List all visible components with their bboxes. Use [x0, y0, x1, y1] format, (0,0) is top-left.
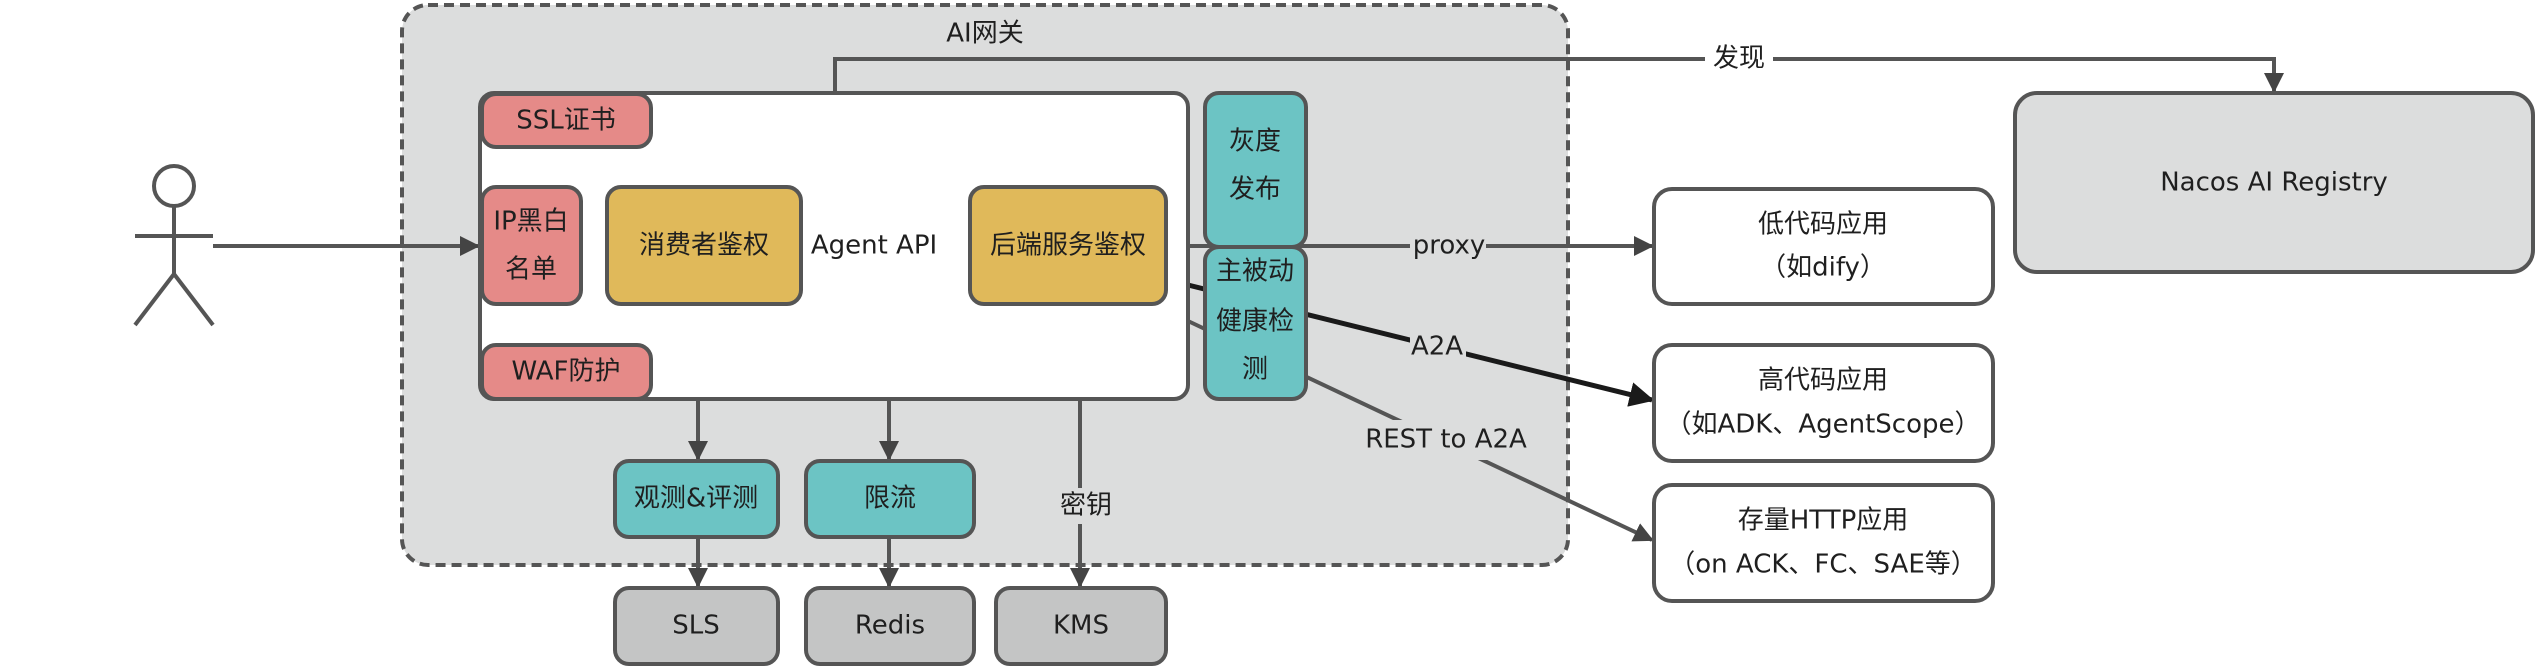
agent-api-label: Agent API — [811, 231, 937, 261]
health-check-label-1: 主被动 — [1216, 257, 1294, 287]
discover-label-bg — [1705, 44, 1773, 74]
legacy-http-app-title: 存量HTTP应用 — [1738, 506, 1909, 536]
gray-release-label-1: 灰度 — [1229, 127, 1281, 157]
sls-label: SLS — [672, 611, 720, 641]
low-code-app-title: 低代码应用 — [1758, 210, 1888, 240]
observe-label: 观测&评测 — [634, 484, 758, 514]
secret-label-bg — [1050, 488, 1122, 524]
low-code-app-box[interactable] — [1652, 187, 1995, 306]
nacos-registry-box[interactable] — [2013, 91, 2535, 274]
redis-label: Redis — [855, 611, 925, 641]
secret-label: 密钥 — [1060, 491, 1112, 521]
ssl-cert-label: SSL证书 — [516, 106, 616, 136]
proxy-label: proxy — [1413, 231, 1486, 261]
kms-box[interactable] — [994, 586, 1168, 666]
consumer-auth-label: 消费者鉴权 — [639, 231, 769, 261]
sls-box[interactable] — [613, 586, 780, 666]
low-code-app-subtitle: （如dify） — [1760, 253, 1886, 283]
nacos-registry-label: Nacos AI Registry — [2160, 168, 2388, 198]
rest-label-bg — [1362, 420, 1530, 460]
health-check-label-2: 健康检 — [1216, 307, 1294, 337]
redis-box[interactable] — [804, 586, 976, 666]
ip-list-label-1: IP黑白 — [493, 207, 568, 237]
ai-gateway-title: AI网关 — [946, 19, 1023, 49]
observe-box[interactable] — [613, 459, 780, 539]
high-code-app-title: 高代码应用 — [1758, 366, 1888, 396]
user-icon — [133, 164, 215, 327]
discover-label: 发现 — [1713, 44, 1765, 74]
high-code-app-subtitle: （如ADK、AgentScope） — [1665, 410, 1980, 440]
proxy-label-bg — [1410, 231, 1486, 261]
rest-to-a2a-label: REST to A2A — [1365, 425, 1527, 455]
consumer-auth-box[interactable] — [605, 185, 803, 306]
ssl-cert-box[interactable] — [480, 92, 653, 149]
rate-limit-box[interactable] — [804, 459, 976, 539]
waf-box[interactable] — [480, 343, 653, 401]
ip-list-label-2: 名单 — [505, 255, 557, 285]
a2a-label: A2A — [1411, 332, 1463, 362]
ip-list-box[interactable] — [480, 185, 583, 306]
health-check-label-3: 测 — [1242, 355, 1268, 385]
a2a-label-bg — [1410, 332, 1466, 362]
gray-release-label-2: 发布 — [1229, 175, 1281, 205]
rate-limit-label: 限流 — [864, 484, 916, 514]
waf-label: WAF防护 — [511, 357, 620, 387]
health-check-box[interactable] — [1203, 245, 1308, 401]
kms-label: KMS — [1053, 611, 1109, 641]
discover-edge — [833, 57, 2284, 93]
backend-auth-box[interactable] — [968, 185, 1168, 306]
high-code-app-box[interactable] — [1652, 343, 1995, 463]
legacy-http-app-subtitle: （on ACK、FC、SAE等） — [1669, 550, 1977, 580]
legacy-http-app-box[interactable] — [1652, 483, 1995, 603]
backend-auth-label: 后端服务鉴权 — [990, 231, 1146, 261]
gray-release-box[interactable] — [1203, 91, 1308, 249]
